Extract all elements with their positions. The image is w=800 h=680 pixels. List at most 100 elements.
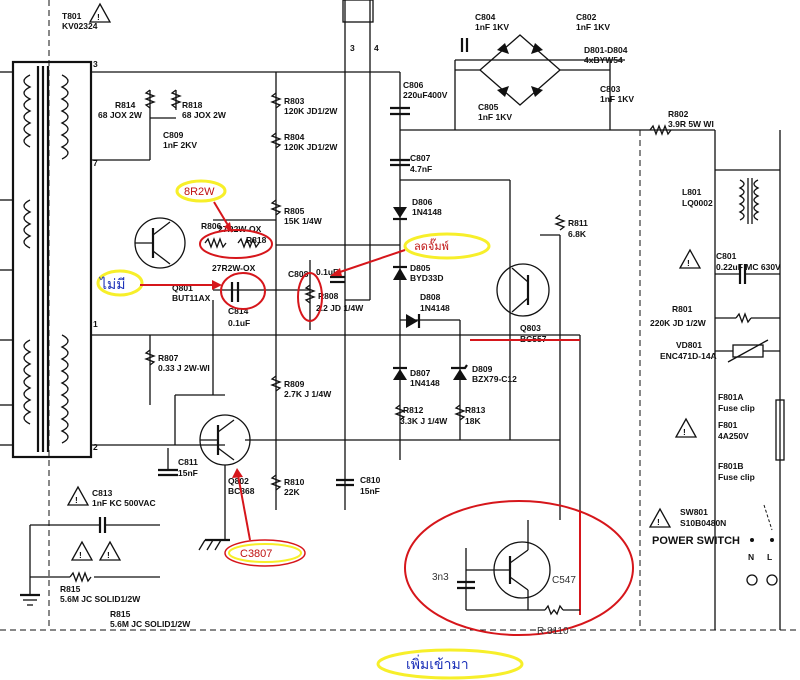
r815b-label: R815: [110, 609, 131, 619]
vd801-value: ENC471D-14A: [660, 351, 717, 361]
c807-value: 4.7nF: [410, 164, 432, 174]
c814-label: C814: [228, 306, 249, 316]
resistor-r810: [270, 474, 282, 491]
capacitor-c814: [230, 282, 240, 302]
r815-label: R815: [60, 584, 81, 594]
resistor-r803: [270, 92, 282, 109]
note-measure: ลดจั๊มพ์: [414, 238, 449, 253]
f801a-label: F801A: [718, 392, 744, 402]
d806-value: 1N4148: [412, 207, 442, 217]
resistor-r811: [554, 214, 566, 231]
q801-label: Q801: [172, 283, 193, 293]
c801-label: C801: [716, 251, 737, 261]
warning-icon: !: [88, 2, 112, 23]
transistor-q803: [496, 263, 550, 317]
r805-label: R805: [284, 206, 305, 216]
r807-label: R807: [158, 353, 179, 363]
q801-part: BUT11AX: [172, 293, 211, 303]
c802-value: 1nF 1KV: [576, 22, 610, 32]
diode-d808: [406, 314, 421, 328]
connector-top: [342, 0, 374, 23]
resistor-r813: [454, 404, 466, 421]
c811-value: 15nF: [178, 468, 198, 478]
c814-value: 0.1uF: [228, 318, 250, 328]
r810-value: 22K: [284, 487, 300, 497]
warning-icon-c813: !: [66, 485, 90, 506]
pin2-label: 2: [93, 442, 98, 452]
terminal-l: L: [767, 552, 772, 562]
r818-label: R818: [182, 100, 203, 110]
d808-label: D808: [420, 292, 441, 302]
diode-d807: [393, 366, 407, 380]
c808-value: 0.1uF: [316, 267, 338, 277]
d809-label: D809: [472, 364, 493, 374]
resistor-r806: [204, 237, 260, 249]
svg-text:!: !: [683, 427, 686, 437]
l801-label: L801: [682, 187, 702, 197]
top-pin4: 4: [374, 43, 379, 53]
c803-value: 1nF 1KV: [600, 94, 634, 104]
c813-value: 1nF KC 500VAC: [92, 498, 156, 508]
c809-label: C809: [163, 130, 184, 140]
capacitor-c806: [390, 106, 410, 116]
r809-value: 2.7K J 1/4W: [284, 389, 332, 399]
r813-label: R813: [465, 405, 486, 415]
r812-label: R812: [403, 405, 424, 415]
resistor-r801: [715, 312, 780, 324]
terminal-n: N: [748, 552, 754, 562]
pin7-label: 7: [93, 158, 98, 168]
t801-label: T801: [62, 11, 82, 21]
svg-text:!: !: [687, 258, 690, 268]
r802-value: 3.9R 5W WI: [668, 119, 714, 129]
resistor-r812: [394, 404, 406, 421]
warning-icon-r815: ! !: [70, 540, 122, 561]
warning-icon-sw801: !: [648, 507, 672, 528]
c806-label: C806: [403, 80, 424, 90]
t801-part: KV02324: [62, 21, 98, 31]
r811-value: 6.8K: [568, 229, 587, 239]
r818-value: 68 JOX 2W: [182, 110, 227, 120]
warning-icon-c801: !: [678, 248, 702, 269]
r804-value: 120K JD1/2W: [284, 142, 338, 152]
d807-value: 1N4148: [410, 378, 440, 388]
resistor-r807: [144, 349, 156, 366]
warning-icon-f801: !: [674, 417, 698, 438]
resistor-r804: [270, 132, 282, 149]
diode-d809: [451, 364, 468, 380]
r806-label: R806: [201, 221, 222, 231]
f801a-value: Fuse clip: [718, 403, 755, 413]
d801-label: D801-D804: [584, 45, 628, 55]
bridge-rectifier: [455, 34, 610, 106]
transistor-q802: [199, 414, 251, 466]
diode-d806: [393, 207, 407, 221]
f801b-label: F801B: [718, 461, 744, 471]
added-c547: C547: [552, 575, 576, 586]
added-3n3: 3n3: [432, 572, 449, 583]
c801-value: 0.22uF MC 630V: [716, 262, 781, 272]
ground-icon-left: [20, 525, 40, 606]
r803-value: 120K JD1/2W: [284, 106, 338, 116]
r818b-value: 27R2W-OX: [212, 263, 256, 273]
resistor-r802: [649, 124, 672, 136]
capacitor-c813: [30, 517, 160, 533]
transistor-q801: [134, 217, 186, 269]
c808-label: C808: [288, 269, 309, 279]
r814-value: 68 JOX 2W: [98, 110, 143, 120]
d805-value: BYD33D: [410, 273, 444, 283]
c802-label: C802: [576, 12, 597, 22]
r805-value: 15K 1/4W: [284, 216, 323, 226]
power-switch-symbol: [750, 504, 774, 542]
r803-label: R803: [284, 96, 305, 106]
note-add-in: เพิ่มเข้ามา: [406, 655, 469, 673]
c806-value: 220uF400V: [403, 90, 448, 100]
power-switch-label: POWER SWITCH: [652, 535, 740, 547]
inductor-l801: [715, 169, 780, 224]
svg-text:!: !: [97, 12, 100, 22]
pin3-label: 3: [93, 59, 98, 69]
r808-value: 2.2 JD 1/4W: [316, 303, 364, 313]
r804-label: R804: [284, 132, 305, 142]
c805-label: C805: [478, 102, 499, 112]
added-r: R 8110: [537, 626, 569, 637]
fuse-f801: [775, 399, 785, 461]
main-wiring: [0, 0, 800, 631]
